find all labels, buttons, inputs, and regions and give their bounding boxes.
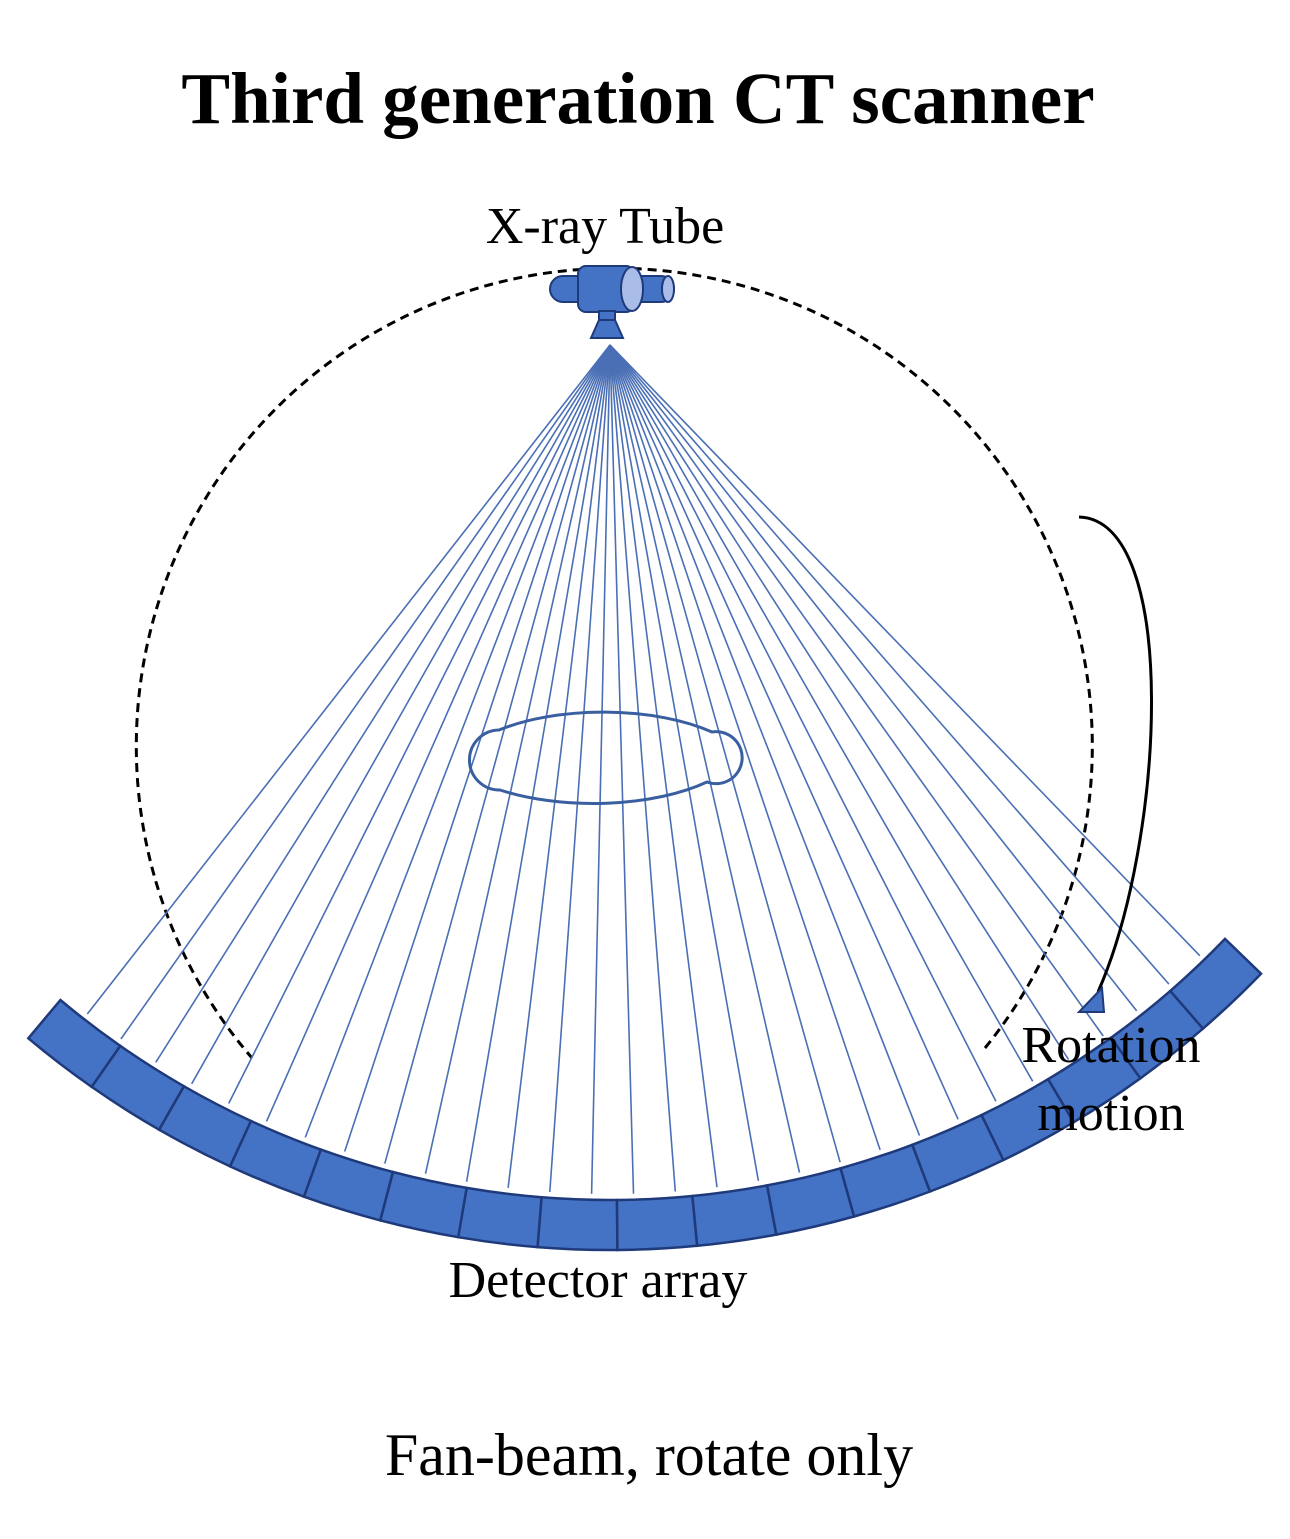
beam-ray — [120, 344, 611, 1040]
beam-ray — [549, 344, 611, 1192]
detector-cell — [378, 1170, 469, 1239]
beam-ray — [191, 344, 611, 1085]
beam-ray — [609, 344, 1138, 1012]
x-ray-tube-icon — [549, 265, 675, 339]
beam-ray — [609, 344, 677, 1192]
beam-ray — [609, 344, 1201, 957]
detector-array — [26, 937, 1263, 1252]
rotation-label-line1: Rotation — [1021, 1017, 1200, 1074]
beam-ray — [609, 344, 1104, 1037]
beam-ray — [609, 344, 801, 1173]
detector-cell — [615, 1194, 699, 1252]
beam-ray — [609, 344, 997, 1102]
detector-cell — [765, 1166, 856, 1237]
beam-ray — [609, 344, 841, 1163]
beam-ray — [155, 344, 611, 1063]
beam-ray — [609, 344, 921, 1136]
beam-ray — [507, 344, 611, 1188]
detector-cell — [536, 1195, 619, 1252]
detector-cell — [1168, 937, 1263, 1031]
beam-ray — [343, 344, 611, 1152]
detector-cell — [691, 1183, 778, 1248]
beam-ray — [86, 344, 611, 1015]
beam-ray — [609, 344, 718, 1188]
beam-ray — [304, 344, 611, 1138]
rotation-arrow-icon — [1076, 515, 1153, 1013]
beam-ray — [465, 344, 611, 1182]
beam-ray — [265, 344, 611, 1122]
patient-outline — [468, 710, 744, 805]
beam-ray — [227, 344, 611, 1104]
rotation-label-line2: motion — [1037, 1085, 1184, 1142]
beam-ray — [384, 344, 611, 1164]
beam-ray — [609, 344, 1070, 1060]
beam-ray — [424, 344, 611, 1174]
detector-label: Detector array — [449, 1252, 748, 1309]
beam-ray — [609, 344, 959, 1120]
fan-beam — [86, 344, 1201, 1194]
beam-ray — [609, 344, 760, 1182]
beam-ray — [609, 344, 1170, 985]
detector-cell — [302, 1148, 395, 1222]
beam-ray — [609, 344, 635, 1194]
beam-ray — [609, 344, 1034, 1082]
gantry-circle — [134, 266, 1094, 1059]
beam-ray — [609, 344, 881, 1151]
diagram-caption: Fan-beam, rotate only — [385, 1422, 913, 1488]
beam-ray — [590, 344, 611, 1194]
detector-cell — [456, 1186, 543, 1249]
diagram-title: Third generation CT scanner — [181, 58, 1094, 139]
tube-label: X-ray Tube — [486, 198, 724, 255]
